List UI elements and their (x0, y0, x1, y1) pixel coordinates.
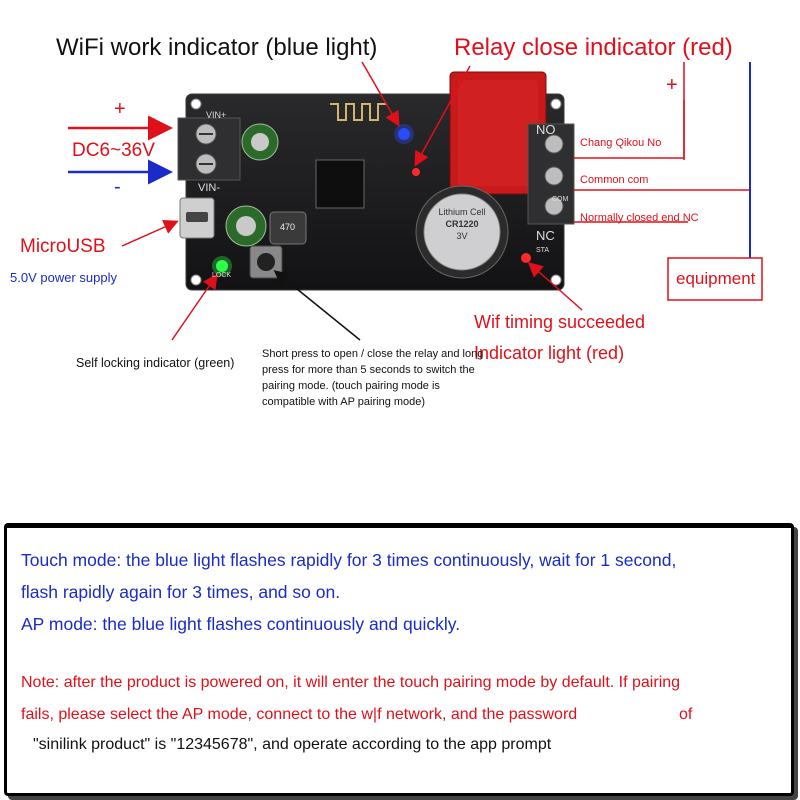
terminal-plus-sign: + (666, 74, 678, 96)
arrow-relay (414, 65, 471, 167)
sta-led-red (521, 253, 531, 263)
arrow-lock (171, 273, 218, 341)
relay-indicator-label: Relay close indicator (red) (454, 34, 733, 61)
board-diagram (68, 61, 763, 341)
silk-inductor: 470 (280, 222, 296, 232)
terminal-screw (544, 134, 564, 154)
silk-lock: LOCK (212, 272, 232, 279)
equipment-label: equipment (676, 269, 756, 288)
terminal-screw (544, 196, 564, 216)
mounting-hole (190, 274, 202, 286)
button-description: Short press to open / close the relay an… (262, 348, 484, 408)
equipment-box (667, 257, 763, 301)
wifi-led-blue (398, 128, 410, 140)
microusb-label: MicroUSB (20, 236, 106, 257)
terminal-nc-label: Normally closed end NC (580, 212, 699, 224)
battery-text: Lithium Cell CR1220 3V (432, 206, 492, 242)
self-lock-label: Self locking indicator (green) (76, 356, 235, 370)
wifi-indicator-label: WiFi work indicator (blue light) (56, 34, 378, 61)
note-line2-tail: of (679, 706, 693, 723)
coin-battery (423, 193, 501, 271)
note-line1: Note: after the product is powered on, i… (21, 674, 681, 691)
battery-line: 3V (456, 231, 468, 241)
note-line2-text: fails, please select the AP mode, connec… (21, 706, 578, 723)
plus-sign: + (114, 98, 126, 120)
relay-led-red (412, 168, 420, 176)
inductor (269, 211, 307, 245)
silk-vin-minus: VIN- (198, 182, 220, 194)
note-line3: "sinilink product" is "12345678", and op… (33, 736, 552, 753)
lock-led-green (216, 260, 228, 272)
mcu-chip (315, 159, 365, 209)
battery-line: CR1220 (445, 219, 479, 229)
usb-supply-label: 5.0V power supply (10, 270, 117, 285)
arrow-usb (121, 220, 179, 247)
terminal-no-label: Chang Qikou No (580, 137, 662, 149)
note-line2: fails, please select the AP mode, connec… (21, 706, 761, 724)
silk-com: COM (552, 196, 569, 203)
terminal-screw (544, 166, 564, 186)
minus-sign: - (114, 176, 121, 198)
arrow-sta (527, 262, 583, 311)
ap-mode-line: AP mode: the blue light flashes continuo… (21, 614, 461, 634)
silk-vin-plus: VIN+ (206, 110, 227, 120)
battery-line: Lithium Cell (438, 207, 486, 217)
terminal-com-label: Common com (580, 174, 649, 186)
timing-label-line1: Wif timing succeeded (474, 312, 646, 332)
voltage-label: DC6~36V (72, 140, 155, 161)
touch-mode-line1: Touch mode: the blue light flashes rapid… (21, 550, 677, 570)
mounting-hole (550, 98, 562, 110)
wifi-antenna (330, 103, 386, 121)
silk-nc: NC (536, 228, 555, 243)
silk-no: NO (536, 122, 556, 137)
notes-box: Touch mode: the blue light flashes rapid… (4, 523, 794, 796)
mounting-hole (550, 274, 562, 286)
touch-mode-line2: flash rapidly again for 3 times, and so … (21, 582, 341, 602)
arrow-wifi (361, 61, 400, 127)
arrow-button (273, 270, 361, 341)
mounting-hole (190, 98, 202, 110)
timing-label-line2: Indicator light (red) (474, 343, 625, 363)
silk-sta: STA (536, 247, 550, 254)
